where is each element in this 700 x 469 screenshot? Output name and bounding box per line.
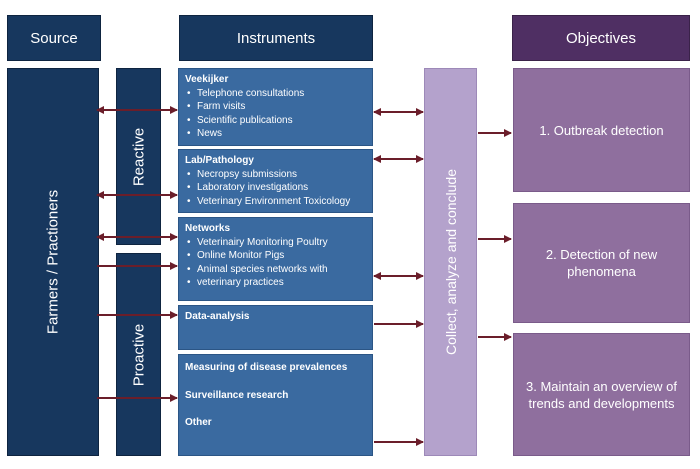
lab-list: Necropsy submissions Laboratory investig…	[185, 168, 366, 209]
header-instruments-label: Instruments	[236, 29, 316, 47]
instrument-data-analysis: Data-analysis	[178, 305, 373, 350]
header-instruments: Instruments	[179, 15, 373, 61]
proactive-box: Proactive	[116, 253, 161, 456]
lab-title: Lab/Pathology	[185, 155, 254, 166]
networks-title: Networks	[185, 223, 231, 234]
header-source: Source	[7, 15, 101, 61]
instrument-measuring: Measuring of disease prevalences Surveil…	[178, 354, 373, 456]
list-item: Necropsy submissions	[185, 168, 366, 182]
list-item: Veterinairy Monitoring Poultry	[185, 236, 366, 250]
list-item: veterinary practices	[185, 276, 366, 290]
veekijker-list: Telephone consultations Farm visits Scie…	[185, 87, 366, 141]
collect-box: Collect, analyze and conclude	[424, 68, 477, 456]
veekijker-title: Veekijker	[185, 74, 229, 85]
objective-3-label: 3. Maintain an overview of trends and de…	[525, 378, 678, 411]
objective-2-label: 2. Detection of new phenomena	[545, 247, 658, 279]
objective-1: 1. Outbreak detection	[513, 68, 690, 192]
measuring-line3: Other	[185, 417, 212, 428]
list-item: Scientific publications	[185, 114, 366, 128]
list-item: Animal species networks with	[185, 263, 366, 277]
networks-list: Veterinairy Monitoring Poultry Online Mo…	[185, 236, 366, 290]
list-item: Veterinary Environment Toxicology	[185, 195, 366, 209]
list-item: Farm visits	[185, 100, 366, 114]
networks-item-continuation: veterinary practices	[197, 277, 284, 288]
header-source-label: Source	[30, 29, 78, 47]
objective-2: 2. Detection of new phenomena	[513, 203, 690, 323]
list-item: Online Monitor Pigs	[185, 249, 366, 263]
instrument-networks: Networks Veterinairy Monitoring Poultry …	[178, 217, 373, 301]
header-objectives-label: Objectives	[565, 29, 637, 47]
data-analysis-title: Data-analysis	[185, 311, 250, 322]
measuring-line2: Surveillance research	[185, 389, 289, 401]
reactive-box: Reactive	[116, 68, 161, 245]
list-item: Telephone consultations	[185, 87, 366, 101]
instrument-lab-pathology: Lab/Pathology Necropsy submissions Labor…	[178, 149, 373, 213]
header-objectives: Objectives	[512, 15, 690, 61]
source-box: Farmers / Practioners	[7, 68, 99, 456]
instrument-veekijker: Veekijker Telephone consultations Farm v…	[178, 68, 373, 146]
objective-3: 3. Maintain an overview of trends and de…	[513, 333, 690, 456]
list-item: Laboratory investigations	[185, 181, 366, 195]
measuring-line1: Measuring of disease prevalences	[185, 362, 348, 373]
objective-1-label: 1. Outbreak detection	[539, 122, 664, 138]
list-item: News	[185, 127, 366, 141]
